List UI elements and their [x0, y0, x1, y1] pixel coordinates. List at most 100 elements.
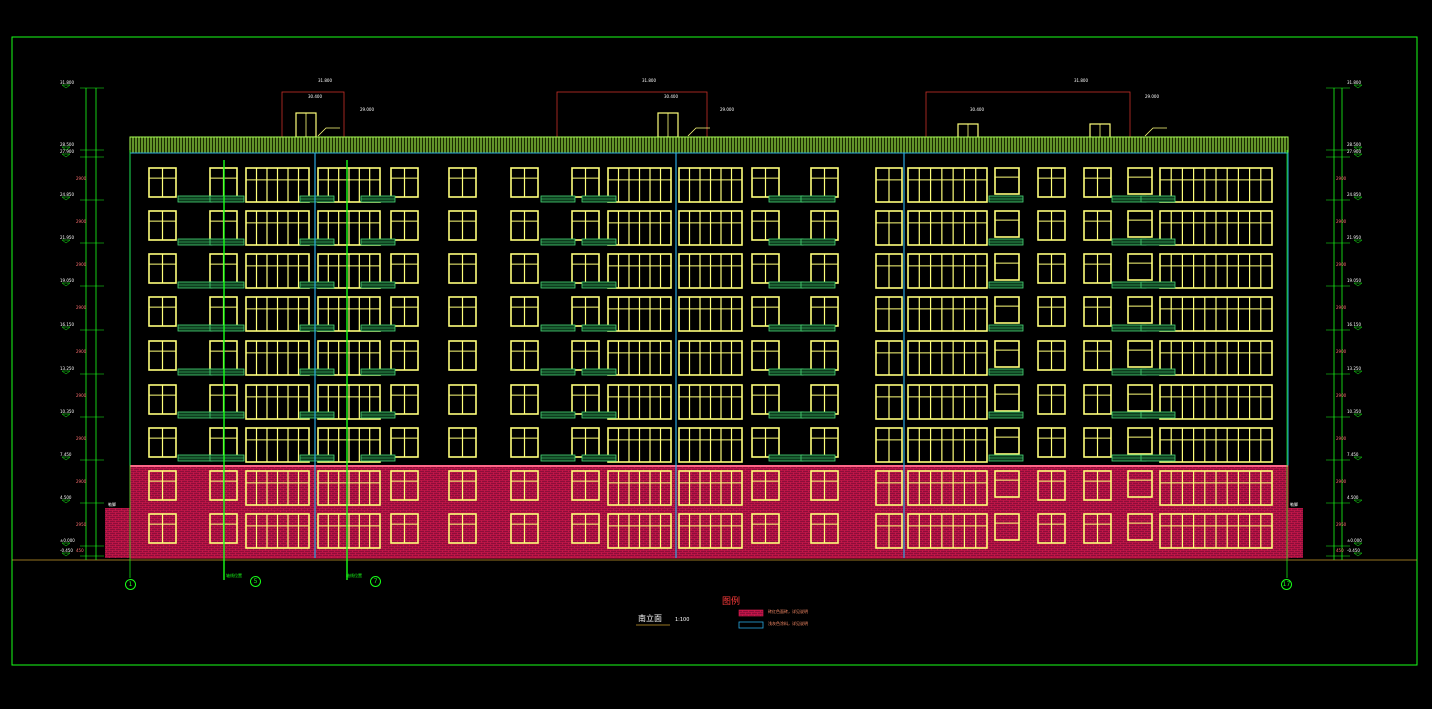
window: [1159, 427, 1273, 463]
elevation-marker-right: [1353, 413, 1363, 418]
window: [571, 513, 600, 544]
window: [1127, 513, 1153, 541]
window: [448, 296, 477, 327]
window-frame: [907, 340, 988, 376]
base-note-right: 勒脚: [1290, 502, 1298, 507]
window: [907, 340, 988, 376]
building-base-brick: [129, 465, 1289, 559]
window: [678, 167, 743, 203]
elevation-label-right: 4.500: [1347, 495, 1359, 500]
window: [317, 427, 381, 463]
window: [448, 427, 477, 458]
dimension-label-right: 2900: [1336, 261, 1347, 267]
window: [1127, 470, 1153, 498]
window-frame: [907, 296, 988, 332]
roof-stair-rail: [687, 127, 710, 137]
elevation-marker-right: [1353, 552, 1363, 557]
drawing-frame: [11, 36, 1418, 666]
elevation-marker-left: [61, 499, 71, 504]
elevation-marker-left: [61, 552, 71, 557]
window: [317, 253, 381, 289]
window: [751, 167, 780, 198]
elevation-marker-left: [61, 196, 71, 201]
dimension-label-left: 2900: [76, 218, 87, 224]
window: [571, 470, 600, 501]
elevation-label-right: 24.850: [1347, 192, 1361, 197]
window: [448, 340, 477, 371]
dimension-label-left: 2900: [76, 478, 87, 484]
window: [448, 470, 477, 501]
elevation-marker-right: [1353, 239, 1363, 244]
roof-elevation-tag: 31.800: [642, 78, 656, 83]
dimension-chains: [61, 84, 1363, 560]
window: [907, 470, 988, 506]
roof-stair-rail: [317, 127, 340, 137]
elevation-label-right: 27.900: [1347, 149, 1361, 154]
plinth-left: [105, 508, 130, 558]
window: [510, 427, 539, 458]
elevation-label-left: 13.250: [60, 366, 74, 371]
window-frame: [1127, 210, 1153, 238]
roof-stair-house: [925, 91, 1131, 138]
elevation-label-right: 16.150: [1347, 322, 1361, 327]
window: [875, 340, 903, 376]
window: [751, 427, 780, 458]
roof-elevation-tag: 29.000: [1145, 94, 1159, 99]
elevation-marker-right: [1353, 370, 1363, 375]
window: [148, 210, 177, 241]
window: [510, 167, 539, 198]
window: [875, 427, 903, 463]
window: [1037, 210, 1066, 241]
roof-stair-house: [556, 91, 708, 138]
roof-elevation-tag: 31.800: [1074, 78, 1088, 83]
window: [607, 253, 672, 289]
window: [751, 340, 780, 371]
window: [148, 296, 177, 327]
dimension-label-right: 2900: [1336, 435, 1347, 441]
window: [678, 470, 743, 506]
window: [994, 427, 1020, 455]
roof-elevation-tag: 30.400: [308, 94, 322, 99]
window: [1037, 253, 1066, 284]
elevation-marker-right: [1353, 326, 1363, 331]
window: [148, 513, 177, 544]
window: [317, 513, 381, 549]
window: [678, 340, 743, 376]
window: [510, 296, 539, 327]
window-frame: [907, 253, 988, 289]
window: [907, 427, 988, 463]
window: [1127, 427, 1153, 455]
window: [607, 296, 672, 332]
elevation-label-right: -0.450: [1347, 548, 1360, 553]
elevation-marker-right: [1353, 196, 1363, 201]
elevation-marker-right: [1353, 282, 1363, 287]
dimension-label-left: 2900: [76, 305, 87, 310]
window-frame: [1127, 470, 1153, 498]
window: [607, 384, 672, 420]
elevation-marker-left: [61, 413, 71, 418]
window-frame: [1127, 513, 1153, 541]
window: [907, 384, 988, 420]
window-frame: [907, 167, 988, 203]
window-frame: [907, 384, 988, 420]
window-frame: [994, 167, 1020, 195]
window: [1037, 384, 1066, 415]
window-frame: [1127, 427, 1153, 455]
window: [245, 384, 310, 420]
window: [390, 167, 419, 198]
window: [1127, 253, 1153, 281]
dimension-label-right: 2900: [1336, 478, 1347, 484]
legend-item-brick: 砖红色面砖，详见说明: [768, 609, 808, 614]
window: [607, 340, 672, 376]
plinth-right: [1288, 508, 1303, 558]
window: [1159, 384, 1273, 420]
window: [245, 470, 310, 506]
elevation-marker-right: [1353, 84, 1363, 89]
axis-bubble-17: 17: [1281, 579, 1292, 590]
window: [245, 340, 310, 376]
window-frame: [994, 427, 1020, 455]
window: [390, 210, 419, 241]
window: [1083, 167, 1112, 198]
legend-swatch-brick: [738, 609, 764, 617]
